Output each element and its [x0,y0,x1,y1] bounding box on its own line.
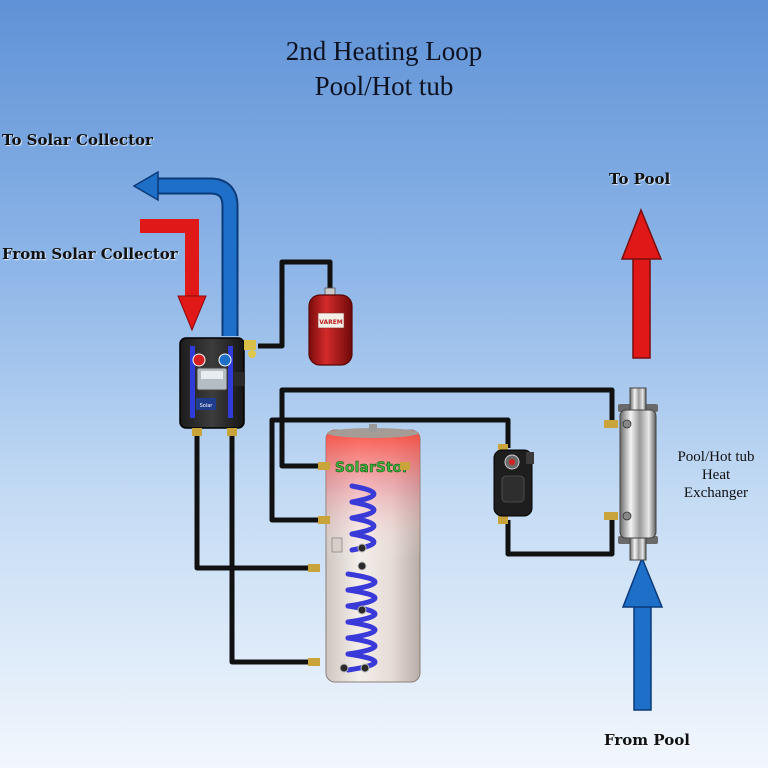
from-pool-arrow [621,555,664,711]
to-solar-collector-label: To Solar Collector [2,131,153,149]
diagram-title-line2: Pool/Hot tub [314,71,454,101]
to-pool-label: To Pool [609,170,671,188]
diagram-title-line1: 2nd Heating Loop [285,36,483,66]
solarstor-tank: SolarStor [308,424,421,683]
heat-exchanger-label-line2: Heat [701,467,731,483]
heat-exchanger-label: Pool/Hot tub Heat Exchanger [670,448,762,502]
exchanger-lower-pipe [505,518,615,557]
to-pool-arrow [620,207,663,359]
exchanger-mid-pipe [269,417,511,523]
circulation-pump [493,444,534,524]
pump-station-brand: Solar [200,403,214,409]
exchanger-upper-pipe [279,387,615,469]
tank-coil-lower [345,571,378,673]
expansion-tank: VAREM [308,287,353,366]
tank-brand: SolarStor [335,460,409,476]
expansion-tank-brand: VAREM [319,319,343,326]
from-pool-label: From Pool [604,731,690,749]
solar-pump-station: Solar [179,337,256,436]
pipework [194,259,615,665]
from-solar-collector-arrow [140,219,207,332]
pool-heat-exchanger [604,387,658,561]
tank-upper-coil-pipe [194,428,312,571]
expansion-tank-pipe [258,259,333,349]
heat-exchanger-label-line1: Pool/Hot tub [677,449,755,465]
heat-exchanger-label-line3: Exchanger [683,485,749,501]
from-solar-collector-label: From Solar Collector [2,245,178,263]
tank-lower-coil-pipe [229,428,312,665]
to-solar-collector-arrow [132,170,239,336]
